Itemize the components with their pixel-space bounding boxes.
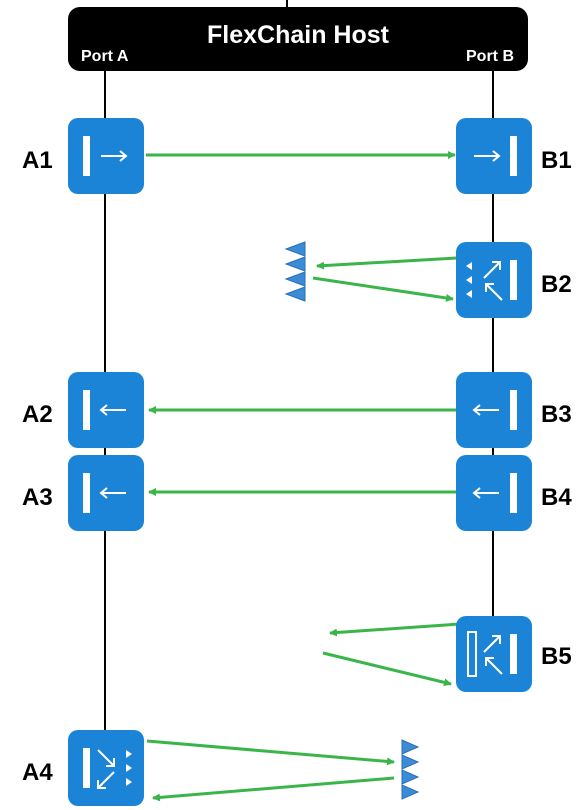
node-b2[interactable] [456,242,532,318]
link-b5-out [322,651,452,687]
link-b2-out [312,276,454,302]
port-a-label: Port A [81,48,129,65]
node-b4[interactable] [456,455,532,531]
node-label-a2: A2 [22,401,53,428]
flexchain-host: FlexChain Host Port A Port B [68,7,528,71]
tap-group-a4 [401,739,420,800]
link-a4-out [146,739,395,766]
node-label-b1: B1 [541,147,572,174]
node-label-b2: B2 [541,271,572,298]
host-tick [286,0,288,9]
node-a3[interactable] [68,455,144,531]
node-label-a1: A1 [22,147,53,174]
node-label-a4: A4 [22,759,53,786]
tap-triangle [401,739,420,755]
node-a1[interactable] [68,118,144,194]
tap-group-b2 [284,241,306,302]
tap-triangle [284,286,306,302]
tap-triangle [284,241,306,257]
arrow-left-out-icon [472,473,517,513]
node-a2[interactable] [68,372,144,448]
split-out-icon [83,748,132,789]
link-b2-in [316,256,458,270]
split-in-icon [467,631,517,677]
tap-triangle [401,784,420,800]
arrow-right-out-icon [83,136,128,176]
node-label-b3: B3 [541,401,572,428]
node-b3[interactable] [456,372,532,448]
host-title: FlexChain Host [207,21,389,49]
tap-triangle [401,754,420,770]
tap-triangle [401,769,420,785]
arrow-left-in-icon [83,473,126,513]
arrow-right-in-icon [474,136,517,176]
node-label-b5: B5 [541,643,572,670]
split-in-icon [466,260,517,301]
port-b-label: Port B [466,48,514,65]
link-a4-in [152,776,395,802]
link-b5-in [329,622,461,637]
node-a4[interactable] [68,730,144,806]
node-label-a3: A3 [22,484,53,511]
port-b-wire [492,71,494,616]
arrow-left-in-icon [83,390,126,430]
node-label-b4: B4 [541,484,572,511]
tap-triangle [284,256,306,272]
arrow-left-out-icon [472,390,517,430]
node-b1[interactable] [456,118,532,194]
tap-triangle [284,271,306,287]
node-b5[interactable] [456,616,532,692]
